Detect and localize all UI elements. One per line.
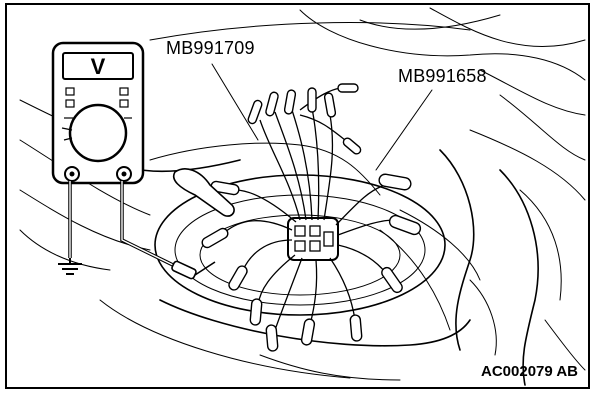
fuel-pump-opening: [154, 174, 446, 316]
leader-lines: [211, 63, 433, 171]
probe-handle: [173, 168, 235, 217]
callout-mb991709: MB991709: [166, 38, 255, 58]
meter-mode-symbol: V: [91, 54, 106, 79]
callout-mb991658: MB991658: [398, 66, 487, 86]
harness-connector: [287, 217, 339, 261]
meter-leads: [68, 181, 216, 280]
alligator-clips: [201, 83, 422, 352]
figure-id-label: AC002079 AB: [481, 363, 578, 380]
voltmeter-icon: V: [51, 41, 145, 185]
ground-symbol-icon: [58, 258, 82, 275]
